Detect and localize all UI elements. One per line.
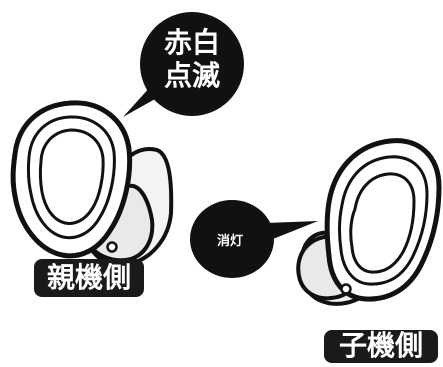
parent-bubble-shape <box>140 12 244 116</box>
parent-earbud <box>10 100 174 268</box>
parent-bubble-line-2: 点滅 <box>164 59 220 92</box>
child-earbud-shell <box>324 138 442 302</box>
child-bubble-shape <box>190 200 274 278</box>
child-bubble-label: 消灯 <box>217 233 243 249</box>
parent-earbud-ring-outer <box>26 115 116 240</box>
parent-earbud-ring-inner <box>38 128 105 225</box>
parent-side-label-text: 親機側 <box>47 261 131 294</box>
child-side-label: 子機側 <box>324 329 438 363</box>
child-earbud-ring-outer <box>338 155 429 286</box>
child-side-label-text: 子機側 <box>339 329 423 362</box>
child-side-label-box <box>324 330 438 363</box>
parent-earbud-led <box>106 241 118 253</box>
parent-side-label-box <box>34 259 144 297</box>
child-earbud-led <box>340 283 352 295</box>
child-earbud <box>296 138 442 306</box>
parent-side-label: 親機側 <box>34 259 144 297</box>
parent-bubble-tail <box>123 86 164 117</box>
parent-status-bubble: 赤白 点滅 <box>123 12 244 117</box>
child-status-bubble: 消灯 <box>190 200 318 278</box>
parent-bubble-line-1: 赤白 <box>164 26 220 59</box>
child-bubble-tail <box>266 221 318 241</box>
child-earbud-ring-inner <box>349 172 416 274</box>
